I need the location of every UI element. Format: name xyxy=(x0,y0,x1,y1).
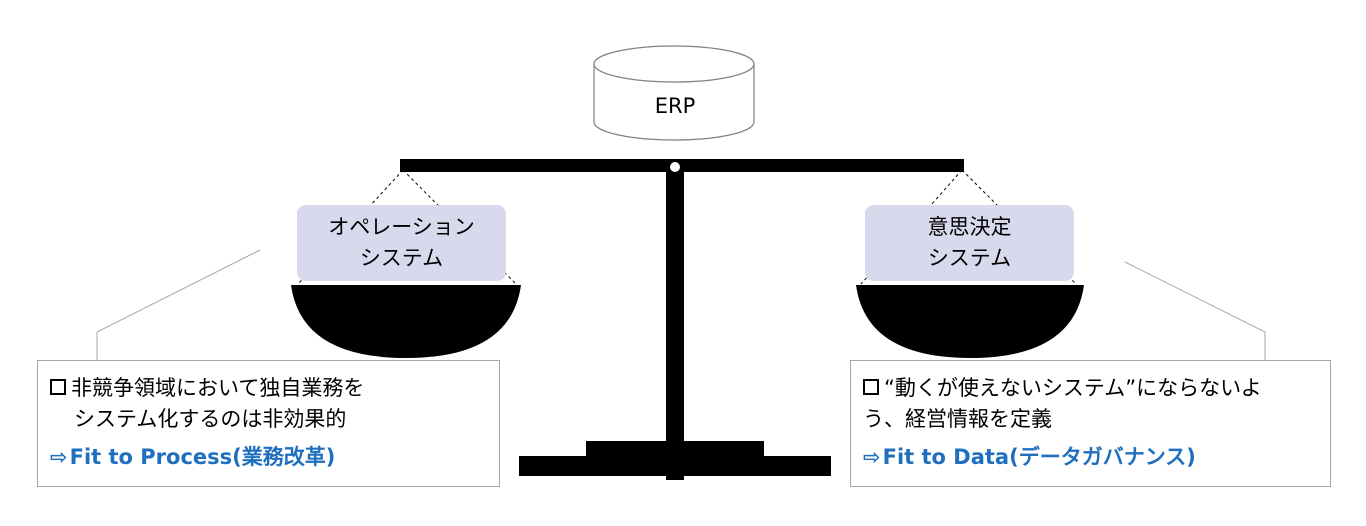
left-callout-connector xyxy=(96,249,261,360)
right-arrow-icon: ⇨ xyxy=(863,445,881,469)
operation-system-box: オペレーション システム xyxy=(297,205,506,281)
left-callout-row1: 非競争領域において独自業務を xyxy=(50,373,499,404)
left-fit-text: Fit to Process(業務改革) xyxy=(69,445,336,469)
right-fit-text: Fit to Data(データガバナンス) xyxy=(882,445,1196,469)
checkbox-icon xyxy=(863,379,879,395)
scale-pillar xyxy=(666,168,684,480)
erp-database-cylinder xyxy=(593,45,755,141)
erp-label: ERP xyxy=(654,94,696,118)
left-callout-line2: システム化するのは非効果的 xyxy=(74,407,347,431)
right-fit-row: ⇨Fit to Data(データガバナンス) xyxy=(863,442,1330,473)
right-pan xyxy=(856,285,1084,358)
right-callout-row1: “動くが使えないシステム”にならないよ xyxy=(863,373,1330,404)
left-callout: 非競争領域において独自業務を システム化するのは非効果的 ⇨Fit to Pro… xyxy=(37,360,500,487)
decision-system-line1: 意思決定 xyxy=(927,215,1012,239)
left-callout-line1: 非競争領域において独自業務を xyxy=(71,376,365,400)
checkbox-icon xyxy=(50,379,66,395)
operation-system-line1: オペレーション xyxy=(328,215,475,239)
left-pan xyxy=(291,285,521,358)
right-callout-line1: “動くが使えないシステム”にならないよ xyxy=(884,376,1262,400)
operation-system-line2: システム xyxy=(359,246,444,270)
decision-system-line2: システム xyxy=(927,246,1012,270)
right-arrow-icon: ⇨ xyxy=(50,445,68,469)
decision-system-box: 意思決定 システム xyxy=(865,205,1074,281)
scale-beam xyxy=(400,159,964,172)
scale-pivot xyxy=(668,160,682,174)
right-callout-line2: う、経営情報を定義 xyxy=(863,407,1052,431)
left-fit-row: ⇨Fit to Process(業務改革) xyxy=(50,442,499,473)
right-callout: “動くが使えないシステム”にならないよ う、経営情報を定義 ⇨Fit to Da… xyxy=(850,360,1331,487)
right-callout-connector xyxy=(1124,261,1266,360)
